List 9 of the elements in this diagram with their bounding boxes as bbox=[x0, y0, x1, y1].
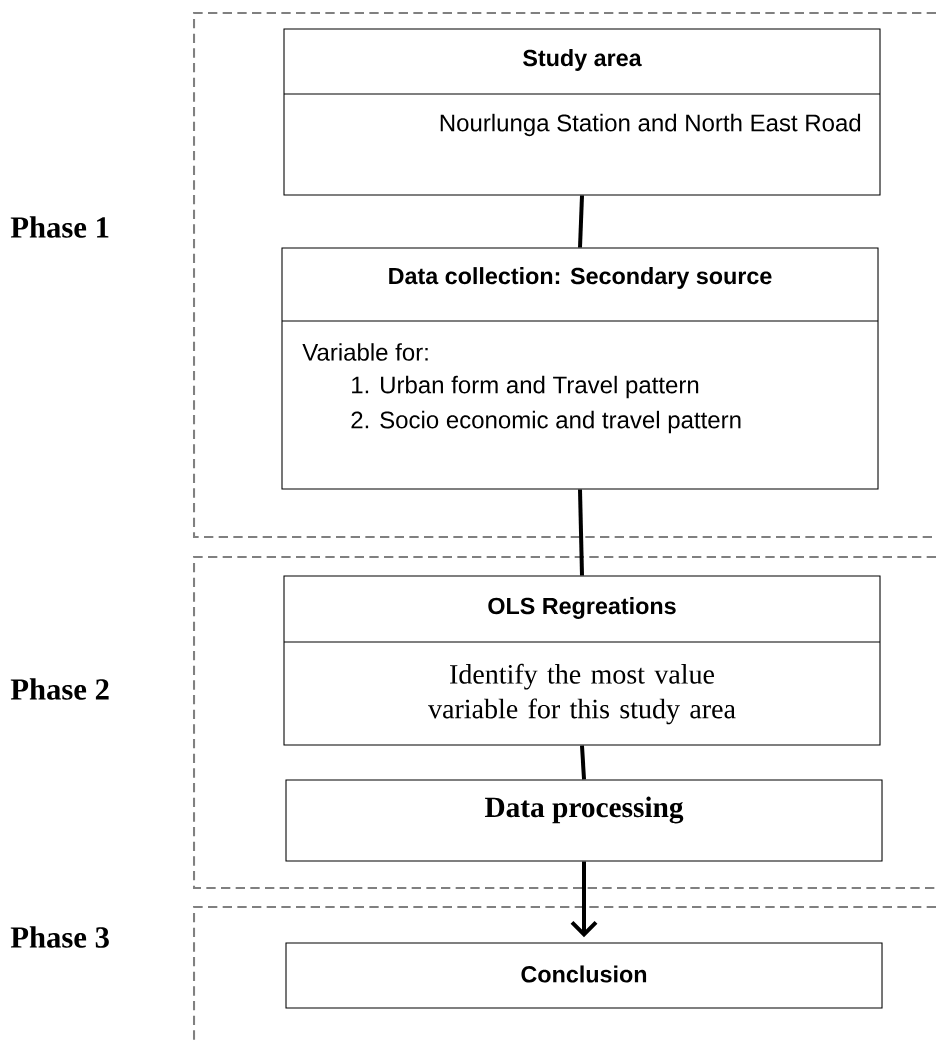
process-box: Conclusion bbox=[285, 942, 883, 1009]
connector-line bbox=[580, 745, 586, 780]
connector-line bbox=[570, 861, 598, 938]
process-box: OLS Regreations Identify the most value variable for this study area bbox=[283, 575, 881, 746]
connector-line bbox=[578, 195, 584, 248]
connector-line bbox=[578, 489, 584, 576]
process-box: Data processing bbox=[285, 779, 883, 862]
process-box: Data collection: Secondary source Variable for: 1. Urban form and Travel pattern 2. Socio economic and travel pattern bbox=[281, 247, 879, 490]
process-box: Study area Nourlunga Station and North East Road bbox=[283, 28, 881, 196]
